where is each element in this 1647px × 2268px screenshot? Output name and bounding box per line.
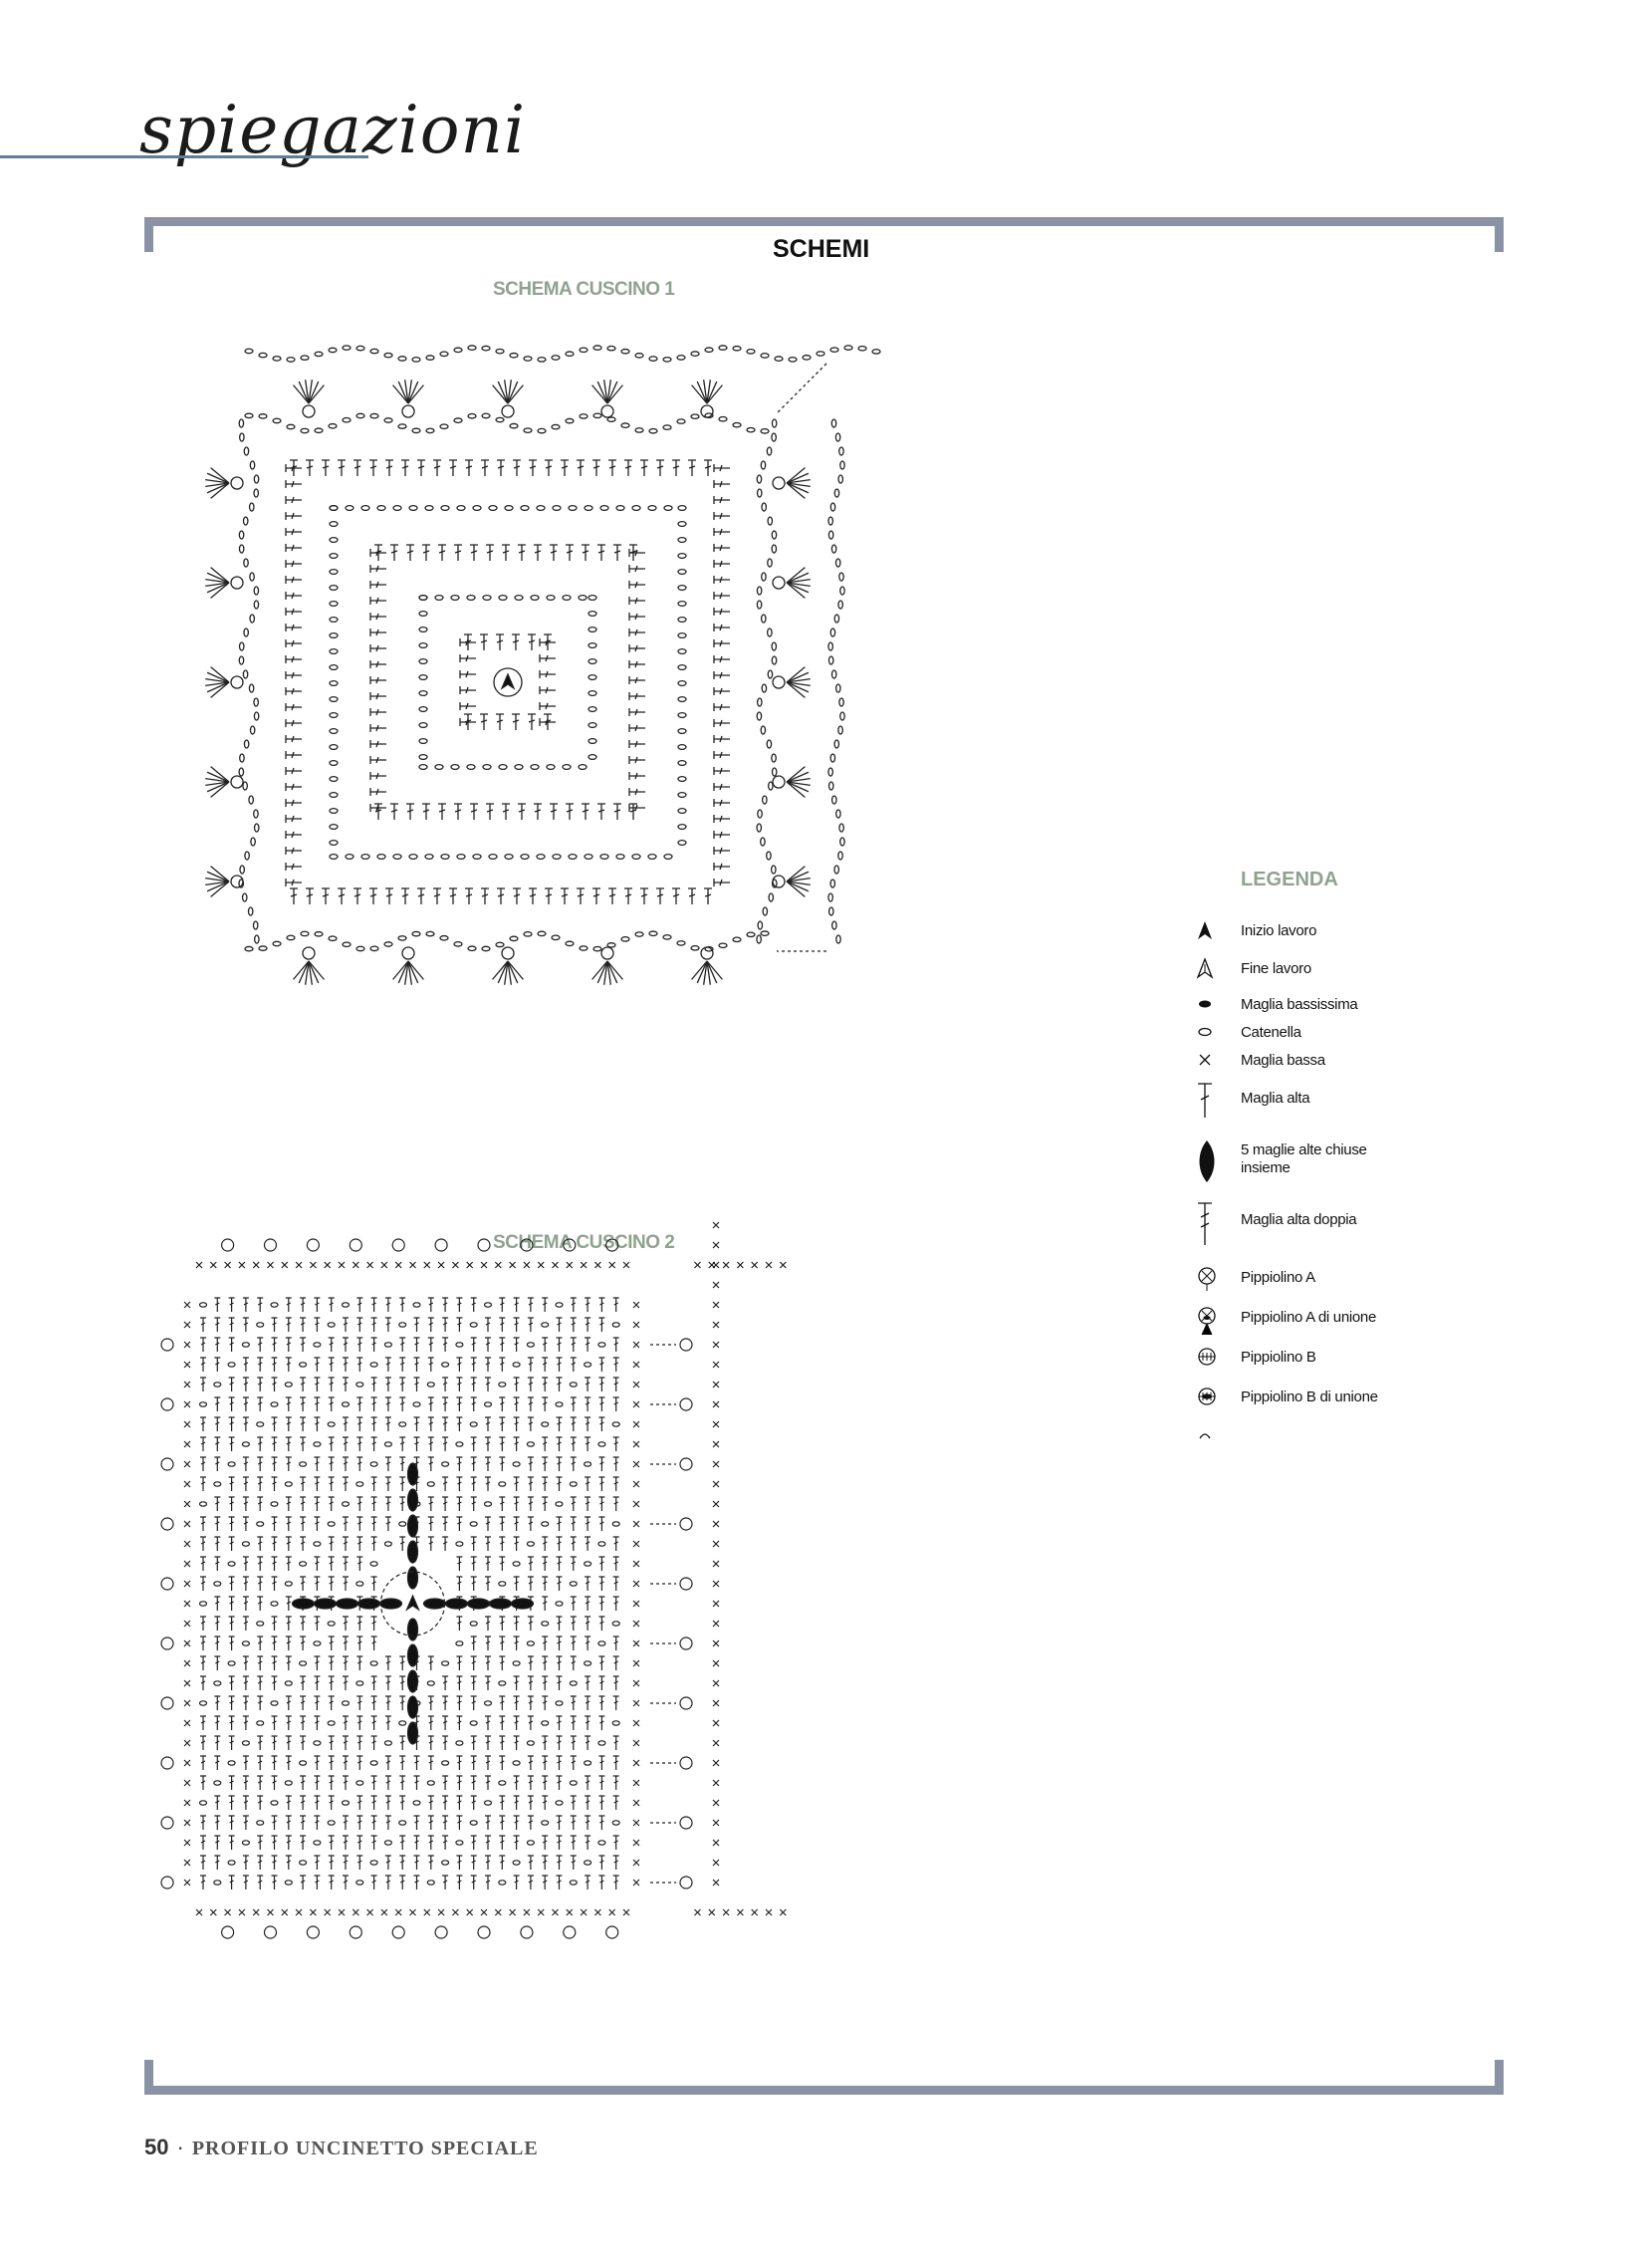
legend-item-picot-a: Pippiolino A bbox=[1195, 1265, 1474, 1295]
legend-title: LEGENDA bbox=[1241, 869, 1338, 890]
picot-b-join-icon bbox=[1198, 1387, 1216, 1405]
legend-label: Pippiolino A di unione bbox=[1241, 1309, 1377, 1326]
single-crochet-icon bbox=[1199, 1054, 1211, 1066]
frame-top-right-corner bbox=[1495, 217, 1504, 252]
legend-label: Pippiolino A bbox=[1241, 1269, 1315, 1286]
cluster-icon bbox=[1199, 1140, 1215, 1182]
legend-item-chain: Catenella bbox=[1195, 1020, 1474, 1050]
schema-1-diagram bbox=[205, 345, 881, 985]
end-arrow-icon bbox=[1196, 957, 1214, 979]
double-crochet-icon bbox=[1198, 1083, 1212, 1118]
schema-2-diagram bbox=[160, 1221, 787, 1939]
magazine-name: PROFILO UNCINETTO SPECIALE bbox=[191, 2138, 539, 2159]
schema-1-label: SCHEMA CUSCINO 1 bbox=[493, 279, 675, 300]
legend-label: Pippiolino B di unione bbox=[1241, 1388, 1378, 1405]
legend-label: Maglia bassissima bbox=[1241, 996, 1358, 1013]
frame-bottom-right-corner bbox=[1495, 2060, 1504, 2095]
legend-item-arc bbox=[1195, 1424, 1474, 1454]
legend-label: Catenella bbox=[1241, 1024, 1301, 1041]
treble-crochet-icon bbox=[1198, 1202, 1212, 1245]
arc-icon bbox=[1199, 1433, 1211, 1439]
footer-separator: · bbox=[176, 2135, 184, 2159]
legend-label: Maglia alta bbox=[1241, 1090, 1310, 1107]
legend-item-start: Inizio lavoro bbox=[1195, 918, 1474, 948]
header-rule bbox=[0, 155, 368, 158]
frame-top-left-corner bbox=[144, 217, 153, 252]
legend-label: Fine lavoro bbox=[1241, 960, 1311, 977]
page-footer: 50 · PROFILO UNCINETTO SPECIALE bbox=[144, 2135, 539, 2160]
frame-bottom-left-corner bbox=[144, 2060, 153, 2095]
section-title: SCHEMI bbox=[773, 235, 870, 263]
schema-2-label: SCHEMA CUSCINO 2 bbox=[493, 1232, 675, 1253]
start-arrow-icon bbox=[1198, 921, 1212, 939]
legend-item-cluster: 5 maglie alte chiuse insieme bbox=[1195, 1137, 1474, 1185]
legend-item-picot-a-join: Pippiolino A di unione bbox=[1195, 1305, 1474, 1336]
legend-item-end: Fine lavoro bbox=[1195, 956, 1474, 986]
frame-top-border bbox=[144, 217, 1504, 226]
legend-item-double-crochet: Maglia alta bbox=[1195, 1078, 1474, 1122]
legend-item-single-crochet: Maglia bassa bbox=[1195, 1048, 1474, 1078]
legend-label: Inizio lavoro bbox=[1241, 922, 1317, 939]
legend-item-treble-crochet: Maglia alta doppia bbox=[1195, 1199, 1474, 1249]
legend-label: Maglia alta doppia bbox=[1241, 1211, 1357, 1228]
legend-label: Maglia bassa bbox=[1241, 1052, 1325, 1069]
frame-bottom-border bbox=[144, 2086, 1504, 2095]
picot-a-icon bbox=[1198, 1267, 1216, 1291]
legend-item-picot-b-join: Pippiolino B di unione bbox=[1195, 1385, 1474, 1414]
picot-a-join-icon bbox=[1198, 1307, 1216, 1336]
slip-stitch-icon bbox=[1199, 1000, 1211, 1008]
legend-item-picot-b: Pippiolino B bbox=[1195, 1345, 1474, 1375]
picot-b-icon bbox=[1198, 1348, 1216, 1366]
legend-item-slip-stitch: Maglia bassissima bbox=[1195, 992, 1474, 1022]
legend-label: Pippiolino B bbox=[1241, 1349, 1316, 1366]
legend-label: 5 maglie alte chiuse insieme bbox=[1241, 1141, 1367, 1176]
chain-icon bbox=[1198, 1027, 1212, 1037]
page-number: 50 bbox=[144, 2135, 169, 2159]
